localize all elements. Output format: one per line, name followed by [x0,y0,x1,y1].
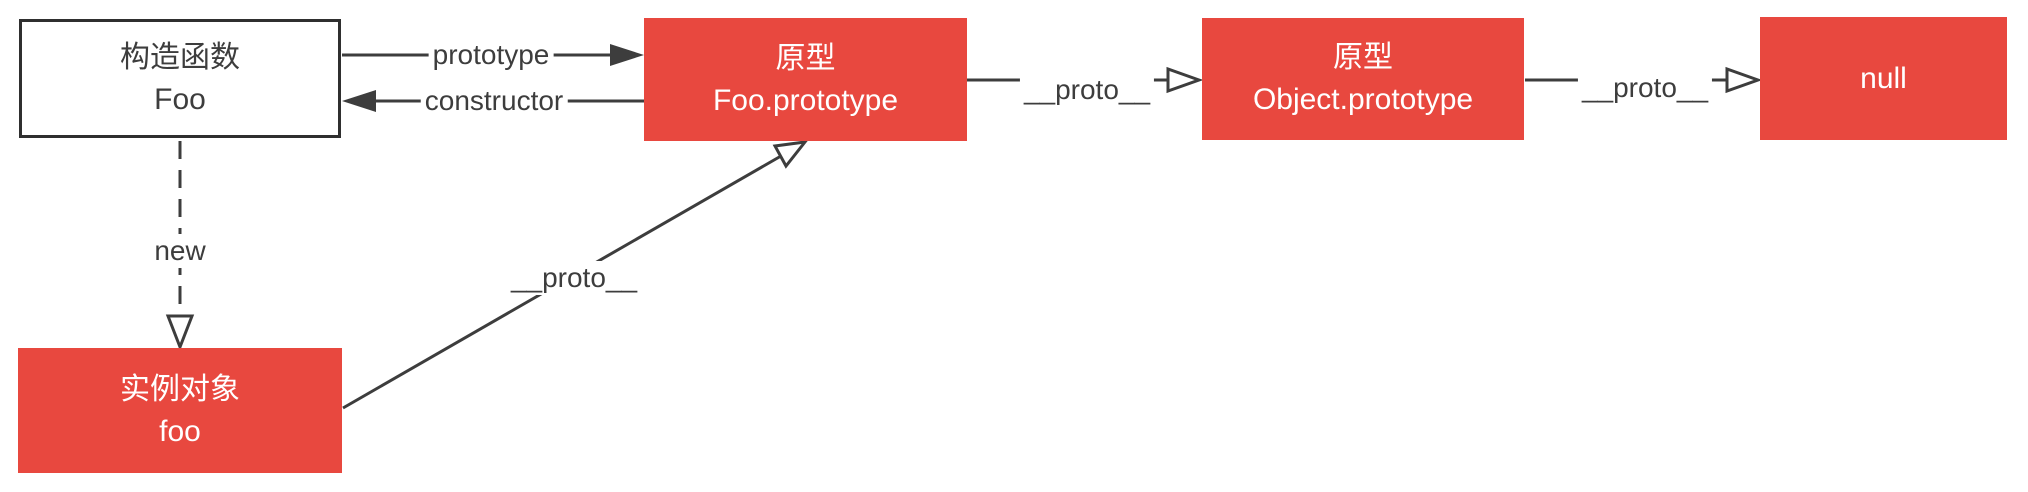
node-object-prototype-name: Object.prototype [1252,83,1474,116]
edge-label-proto-foo-obj: __proto__ [1019,73,1155,107]
node-constructor-foo-name: Foo [154,82,206,116]
arrowhead-new-open [165,314,195,352]
arrowhead-prototype-filled [610,44,644,66]
edge-label-prototype: prototype [428,38,554,72]
edge-label-proto-instance: __proto__ [506,261,642,295]
arrowhead-proto-obj-null-open [1725,66,1763,94]
node-constructor-foo: 构造函数 Foo [19,19,341,138]
arrowhead-proto-foo-obj-open [1166,66,1204,94]
edge-label-new: new [150,234,210,268]
node-foo-prototype: 原型 Foo.prototype [644,18,967,141]
node-constructor-foo-title: 构造函数 [120,40,240,74]
edge-label-proto-obj-null: __proto__ [1577,71,1713,105]
node-object-prototype-title: 原型 [1333,41,1393,74]
node-object-prototype: 原型 Object.prototype [1202,18,1524,140]
node-foo-instance: 实例对象 foo [18,348,342,473]
node-foo-instance-name: foo [159,414,201,448]
edge-label-constructor: constructor [420,84,568,118]
node-foo-prototype-name: Foo.prototype [712,83,899,117]
node-null: null [1760,17,2007,140]
arrowhead-constructor-filled [342,90,376,112]
node-foo-prototype-title: 原型 [775,41,836,75]
arrowhead-proto-instance-open [772,140,809,169]
node-foo-instance-title: 实例对象 [120,372,240,406]
node-null-label: null [1860,61,1907,95]
